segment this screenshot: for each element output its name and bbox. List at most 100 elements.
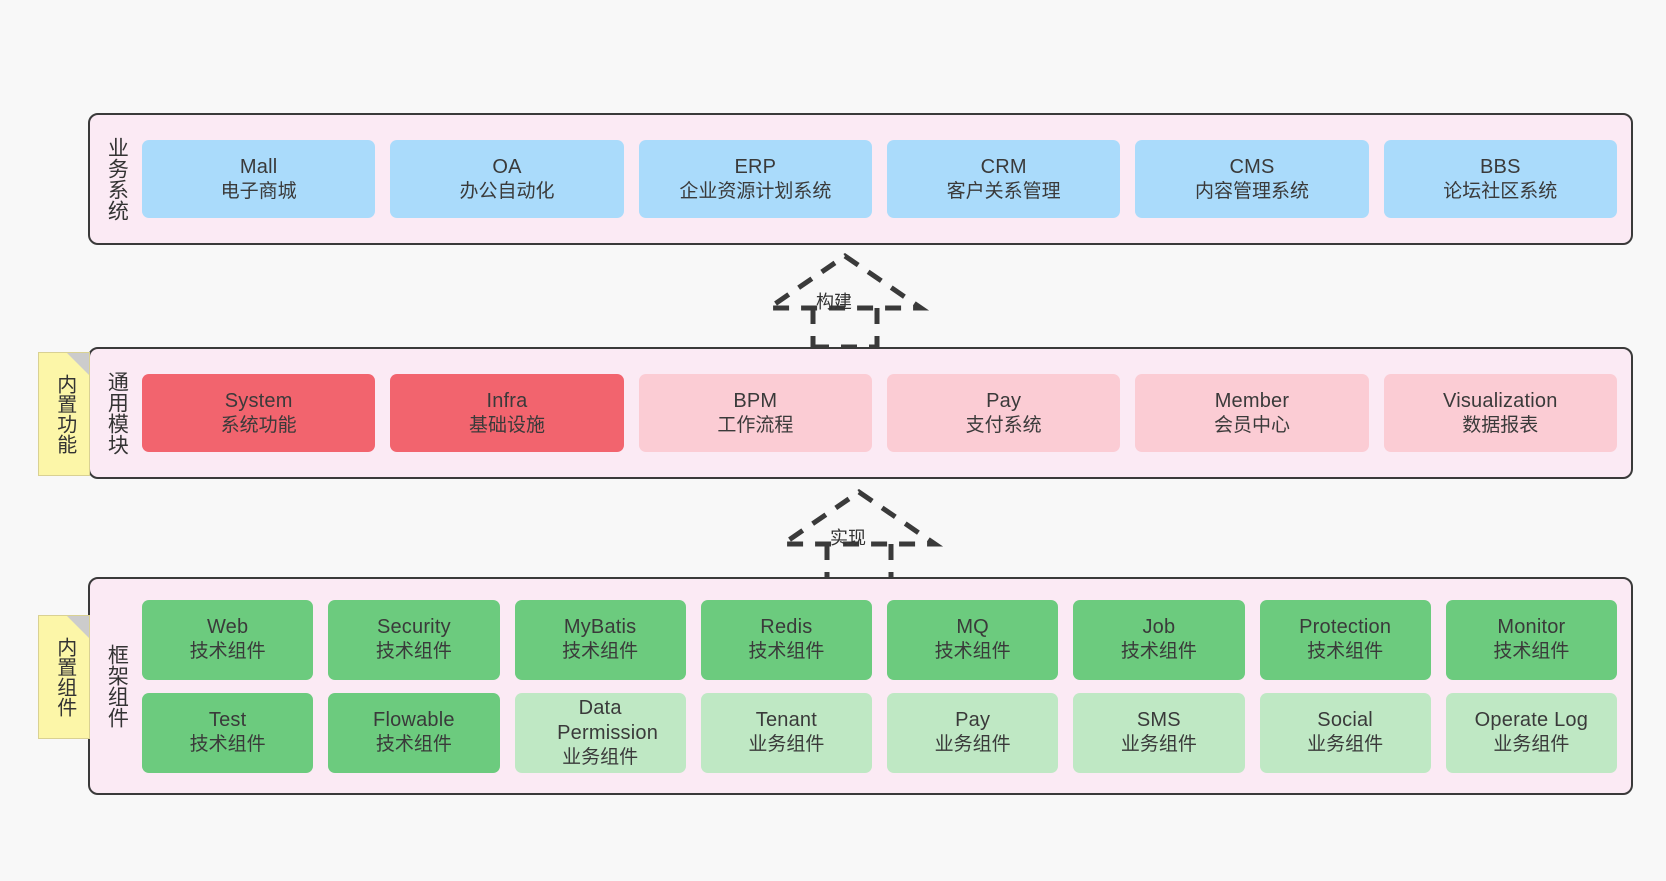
card-infra[interactable]: Infra 基础设施 bbox=[390, 374, 624, 452]
card-bbs[interactable]: BBS 论坛社区系统 bbox=[1383, 140, 1617, 218]
card-mybatis[interactable]: MyBatis 技术组件 bbox=[514, 599, 686, 680]
card-title-cn: 工作流程 bbox=[717, 414, 794, 436]
card-title-cn: 论坛社区系统 bbox=[1443, 180, 1558, 202]
card-oa[interactable]: OA 办公自动化 bbox=[390, 140, 624, 218]
layer-body-framework: Web 技术组件 Security 技术组件 MyBatis 技术组件 Redi… bbox=[142, 579, 1631, 793]
layer-body-business: Mall 电子商城 OA 办公自动化 ERP 企业资源计划系统 CRM 客户关系… bbox=[142, 115, 1631, 243]
card-title-en: OA bbox=[492, 155, 522, 178]
card-title-en: Operate Log bbox=[1474, 709, 1589, 732]
card-title-en: SMS bbox=[1136, 709, 1181, 732]
card-title-cn: 会员中心 bbox=[1213, 414, 1290, 436]
layer-generic-modules: 通用模块 System 系统功能 Infra 基础设施 BPM 工作流程 Pay… bbox=[88, 347, 1633, 479]
card-title-cn: 业务组件 bbox=[1120, 734, 1197, 756]
card-row: System 系统功能 Infra 基础设施 BPM 工作流程 Pay 支付系统… bbox=[142, 374, 1617, 452]
card-test[interactable]: Test 技术组件 bbox=[142, 692, 314, 773]
card-erp[interactable]: ERP 企业资源计划系统 bbox=[638, 140, 872, 218]
card-title-en: Social bbox=[1317, 709, 1373, 732]
card-row: Web 技术组件 Security 技术组件 MyBatis 技术组件 Redi… bbox=[142, 599, 1617, 680]
card-title-en: Test bbox=[208, 709, 247, 732]
connector-implement: 实现 bbox=[769, 488, 949, 583]
card-web[interactable]: Web 技术组件 bbox=[142, 599, 314, 680]
card-sms[interactable]: SMS 业务组件 bbox=[1073, 692, 1245, 773]
card-system[interactable]: System 系统功能 bbox=[142, 374, 376, 452]
note-builtin-function: 内置功能 bbox=[38, 352, 90, 476]
card-redis[interactable]: Redis 技术组件 bbox=[700, 599, 872, 680]
card-title-cn: 技术组件 bbox=[934, 641, 1011, 663]
card-title-cn: 业务组件 bbox=[562, 746, 639, 768]
card-job[interactable]: Job 技术组件 bbox=[1073, 599, 1245, 680]
card-title-cn: 办公自动化 bbox=[459, 180, 555, 202]
card-title-en: Web bbox=[206, 616, 249, 639]
card-title-cn: 业务组件 bbox=[1307, 734, 1384, 756]
layer-title-business: 业务系统 bbox=[105, 137, 129, 221]
card-title-cn: 电子商城 bbox=[220, 180, 297, 202]
card-title-en: Member bbox=[1214, 389, 1290, 412]
layer-business-systems: 业务系统 Mall 电子商城 OA 办公自动化 ERP 企业资源计划系统 CRM… bbox=[88, 113, 1633, 245]
layer-title-modules: 通用模块 bbox=[105, 371, 129, 455]
note-text: 内置组件 bbox=[53, 637, 76, 717]
card-security[interactable]: Security 技术组件 bbox=[328, 599, 500, 680]
card-title-en: Infra bbox=[486, 389, 528, 412]
card-flowable[interactable]: Flowable 技术组件 bbox=[328, 692, 500, 773]
card-title-en: CRM bbox=[980, 155, 1027, 178]
card-title-cn: 业务组件 bbox=[748, 734, 825, 756]
card-title-cn: 业务组件 bbox=[934, 734, 1011, 756]
card-title-cn: 基础设施 bbox=[468, 414, 545, 436]
card-title-cn: 技术组件 bbox=[189, 734, 266, 756]
card-title-cn: 技术组件 bbox=[748, 641, 825, 663]
implement-arrow-icon bbox=[774, 488, 944, 583]
card-title-cn: 业务组件 bbox=[1493, 734, 1570, 756]
card-bpm[interactable]: BPM 工作流程 bbox=[638, 374, 872, 452]
card-cms[interactable]: CMS 内容管理系统 bbox=[1135, 140, 1369, 218]
card-title-en: System bbox=[224, 389, 293, 412]
card-title-cn: 技术组件 bbox=[1493, 641, 1570, 663]
card-title-en: Pay bbox=[986, 389, 1022, 412]
card-title-cn: 系统功能 bbox=[220, 414, 297, 436]
card-title-cn: 技术组件 bbox=[562, 641, 639, 663]
card-crm[interactable]: CRM 客户关系管理 bbox=[886, 140, 1121, 218]
connector-label-build: 构建 bbox=[816, 292, 852, 312]
card-title-en: Pay bbox=[955, 709, 991, 732]
card-visualization[interactable]: Visualization 数据报表 bbox=[1383, 374, 1617, 452]
card-mq[interactable]: MQ 技术组件 bbox=[887, 599, 1059, 680]
card-title-cn: 客户关系管理 bbox=[946, 180, 1061, 202]
card-member[interactable]: Member 会员中心 bbox=[1135, 374, 1369, 452]
card-title-en: MyBatis bbox=[563, 616, 637, 639]
card-title-en: BPM bbox=[733, 389, 778, 412]
note-builtin-component: 内置组件 bbox=[38, 615, 90, 739]
card-protection[interactable]: Protection 技术组件 bbox=[1259, 599, 1431, 680]
card-title-cn: 内容管理系统 bbox=[1194, 180, 1309, 202]
card-title-en: Monitor bbox=[1497, 616, 1566, 639]
connector-build: 构建 bbox=[755, 252, 935, 347]
card-title-en: Protection bbox=[1299, 616, 1392, 639]
card-title-cn: 技术组件 bbox=[375, 641, 452, 663]
card-pay[interactable]: Pay 支付系统 bbox=[886, 374, 1121, 452]
card-mall[interactable]: Mall 电子商城 bbox=[142, 140, 376, 218]
layer-title-framework: 框架组件 bbox=[105, 644, 129, 728]
card-title-en: CMS bbox=[1229, 155, 1275, 178]
card-social[interactable]: Social 业务组件 bbox=[1259, 692, 1431, 773]
card-title-cn: 支付系统 bbox=[965, 414, 1042, 436]
card-title-cn: 技术组件 bbox=[1307, 641, 1384, 663]
card-title-en: MQ bbox=[956, 616, 989, 639]
card-data-permission[interactable]: Data Permission 业务组件 bbox=[514, 692, 686, 773]
card-row: Mall 电子商城 OA 办公自动化 ERP 企业资源计划系统 CRM 客户关系… bbox=[142, 140, 1617, 218]
card-tenant[interactable]: Tenant 业务组件 bbox=[700, 692, 872, 773]
layer-body-modules: System 系统功能 Infra 基础设施 BPM 工作流程 Pay 支付系统… bbox=[142, 349, 1631, 477]
card-title-cn: 企业资源计划系统 bbox=[679, 180, 832, 202]
card-pay-component[interactable]: Pay 业务组件 bbox=[887, 692, 1059, 773]
layer-framework-components: 框架组件 Web 技术组件 Security 技术组件 MyBatis 技术组件… bbox=[88, 577, 1633, 795]
card-monitor[interactable]: Monitor 技术组件 bbox=[1445, 599, 1617, 680]
card-operate-log[interactable]: Operate Log 业务组件 bbox=[1445, 692, 1617, 773]
card-row: Test 技术组件 Flowable 技术组件 Data Permission … bbox=[142, 692, 1617, 773]
card-title-cn: 数据报表 bbox=[1462, 414, 1539, 436]
note-text: 内置功能 bbox=[53, 374, 76, 454]
card-title-en: Tenant bbox=[755, 709, 817, 732]
card-title-en: Security bbox=[376, 616, 451, 639]
card-title-en: Redis bbox=[760, 616, 813, 639]
card-title-en: BBS bbox=[1479, 155, 1521, 178]
card-title-cn: 技术组件 bbox=[1120, 641, 1197, 663]
card-title-en: Mall bbox=[239, 155, 278, 178]
card-title-cn: 技术组件 bbox=[189, 641, 266, 663]
